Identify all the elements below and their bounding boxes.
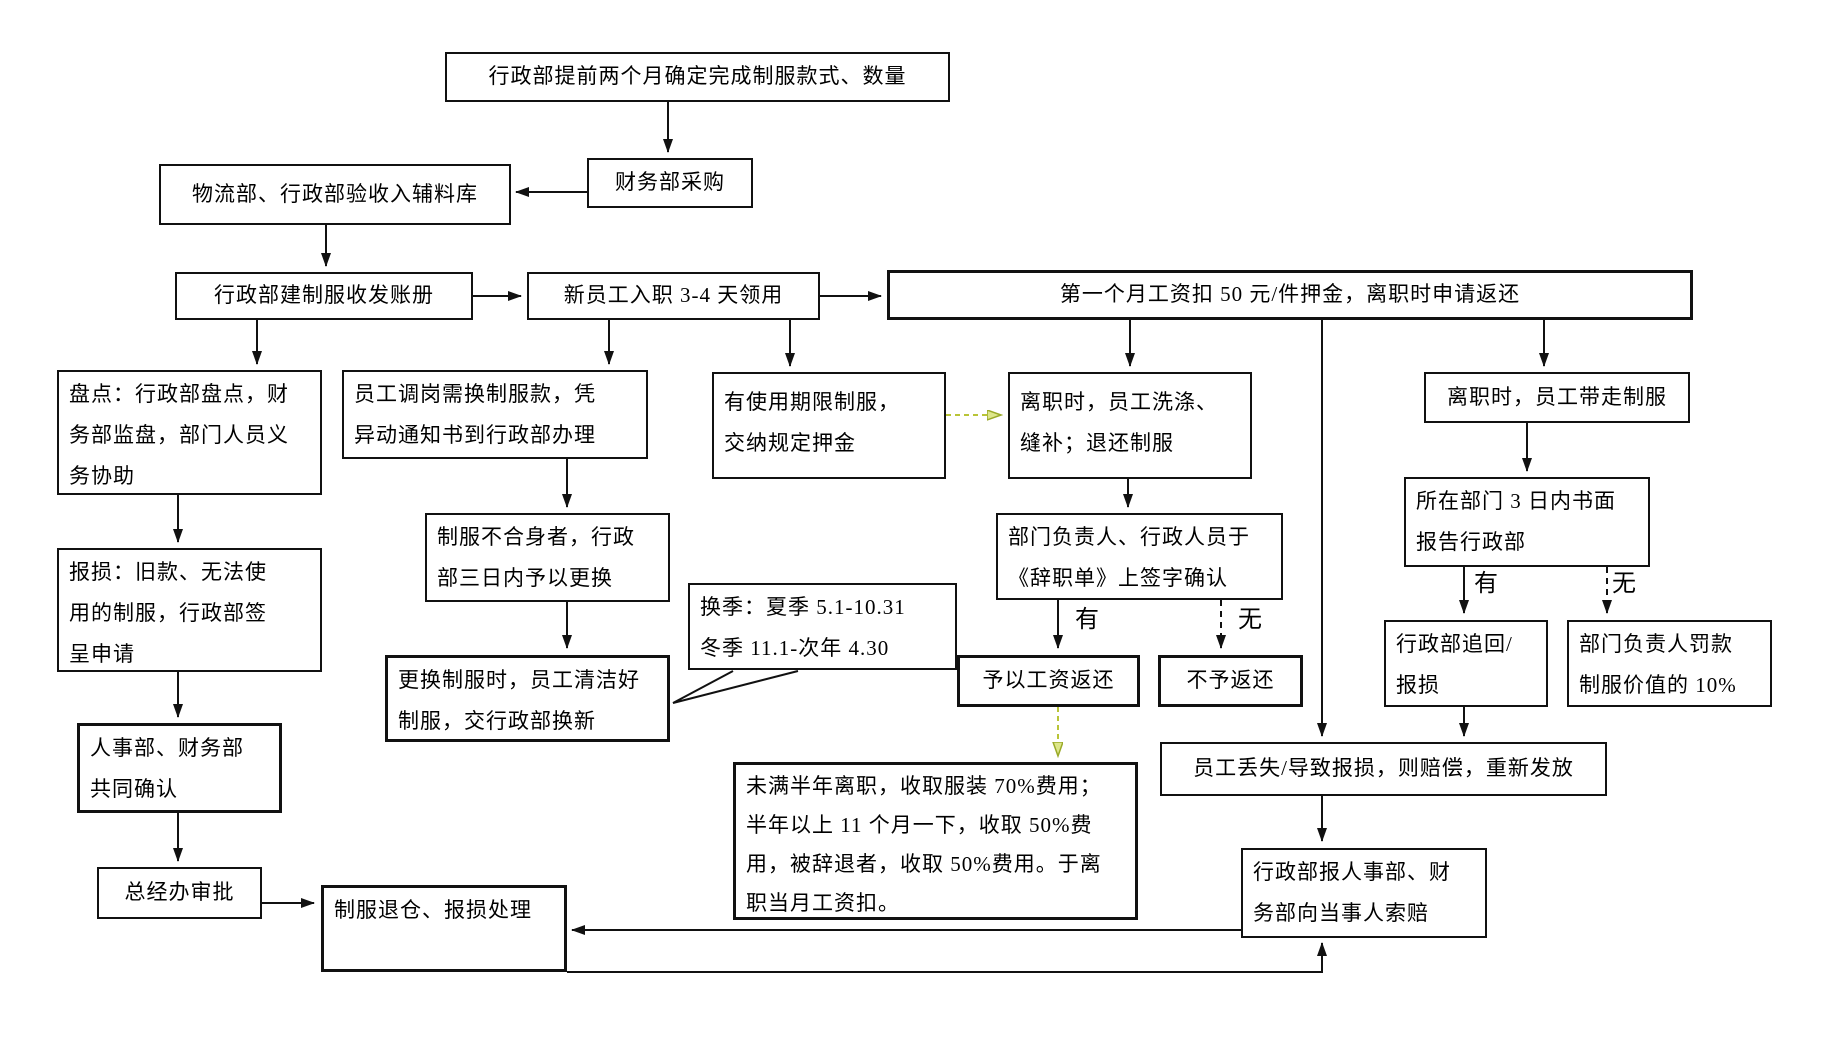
- node-inventory-check: 盘点：行政部盘点，财 务部监盘，部门人员义 务协助: [57, 370, 322, 495]
- node-claim-compensation: 行政部报人事部、财 务部向当事人索赔: [1241, 848, 1487, 938]
- node-ledger: 行政部建制服收发账册: [175, 272, 473, 320]
- branch-label-no-dept: 无: [1612, 571, 1636, 597]
- node-lost-compensate: 员工丢失/导致报损，则赔偿，重新发放: [1160, 742, 1607, 796]
- callout-tail-season: [672, 670, 799, 704]
- node-admin-recover: 行政部追回/ 报损: [1384, 620, 1548, 707]
- node-refund: 予以工资返还: [957, 655, 1140, 707]
- node-unfit-exchange: 制服不合身者，行政 部三日内予以更换: [425, 513, 670, 602]
- node-gm-approval: 总经办审批: [97, 867, 262, 919]
- node-takeaway: 离职时，员工带走制服: [1424, 372, 1690, 423]
- node-resign-sign: 部门负责人、行政人员于 《辞职单》上签字确认: [996, 513, 1283, 600]
- node-dept-report-3days: 所在部门 3 日内书面 报告行政部: [1404, 477, 1650, 567]
- branch-label-no-sign: 无: [1238, 607, 1262, 633]
- node-damage-report: 报损：旧款、无法使 用的制服，行政部签 呈申请: [57, 548, 322, 672]
- arrow-returnstore-to-claim: [567, 942, 1327, 973]
- node-term-uniform: 有使用期限制服， 交纳规定押金: [712, 372, 946, 479]
- node-new-hire: 新员工入职 3-4 天领用: [527, 272, 820, 320]
- node-return-store: 制服退仓、报损处理: [321, 885, 567, 972]
- node-hr-finance-confirm: 人事部、财务部 共同确认: [77, 723, 282, 813]
- node-wash-return: 离职时，员工洗涤、 缝补；退还制服: [1008, 372, 1252, 479]
- node-replace-clean: 更换制服时，员工清洁好 制服，交行政部换新: [385, 655, 670, 742]
- node-no-refund: 不予返还: [1158, 655, 1303, 707]
- node-inspect-warehouse: 物流部、行政部验收入辅料库: [159, 164, 511, 225]
- node-finance-purchase: 财务部采购: [587, 158, 753, 208]
- node-transfer-change: 员工调岗需换制服款，凭 异动通知书到行政部办理: [342, 370, 648, 459]
- branch-label-yes-dept: 有: [1474, 571, 1498, 597]
- node-fee-rules: 未满半年离职，收取服装 70%费用； 半年以上 11 个月一下，收取 50%费 …: [733, 762, 1138, 920]
- node-manager-fine: 部门负责人罚款 制服价值的 10%: [1567, 620, 1772, 707]
- node-deposit: 第一个月工资扣 50 元/件押金，离职时申请返还: [887, 270, 1693, 320]
- branch-label-yes-sign: 有: [1075, 607, 1099, 633]
- node-season-callout: 换季：夏季 5.1-10.31 冬季 11.1-次年 4.30: [688, 583, 957, 670]
- node-confirm-style: 行政部提前两个月确定完成制服款式、数量: [445, 52, 950, 102]
